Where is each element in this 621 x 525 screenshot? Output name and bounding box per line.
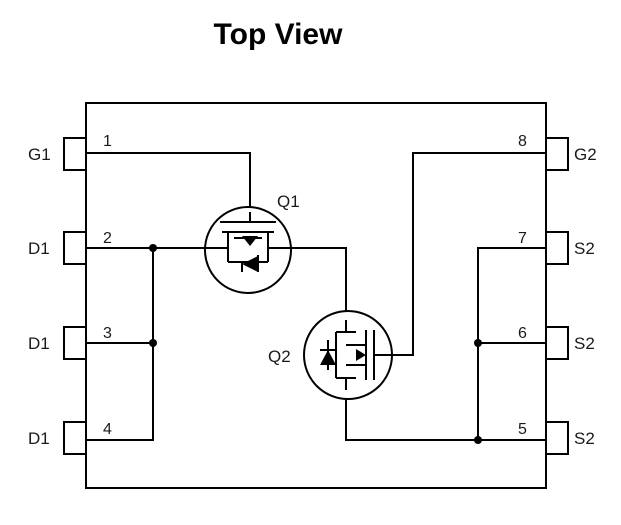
- pin-4-name: D1: [28, 429, 50, 448]
- junction-dot: [149, 339, 157, 347]
- pin-2-number: 2: [103, 230, 112, 247]
- wire-q2-source: [345, 390, 546, 441]
- pin-4-number: 4: [103, 421, 112, 438]
- pin-6-number: 6: [518, 325, 527, 342]
- q1-body-arrow: [242, 236, 258, 246]
- pin-1-number: 1: [103, 133, 112, 150]
- pin-8-tab: [545, 137, 569, 171]
- junction-dot: [474, 339, 482, 347]
- wire-pin7: [477, 247, 546, 440]
- junction-dot: [149, 244, 157, 252]
- wire-q1-to-q2: [290, 247, 347, 320]
- pin-5-tab: [545, 421, 569, 455]
- q2-body-arrow: [356, 349, 366, 361]
- pin-6-name: S2: [574, 334, 595, 353]
- pin-6-tab: [545, 326, 569, 360]
- pin-3-number: 3: [103, 325, 112, 342]
- pin-3-name: D1: [28, 334, 50, 353]
- mosfet-q1-symbol: [204, 206, 292, 294]
- pin-2-name: D1: [28, 239, 50, 258]
- package-outline: [85, 102, 547, 489]
- mosfet-q2-symbol: [303, 310, 393, 400]
- pin-7-tab: [545, 231, 569, 265]
- q2-diode-arrow: [320, 350, 336, 365]
- pin-1-name: G1: [28, 145, 51, 164]
- pin-1-tab: [63, 137, 87, 171]
- pin-5-number: 5: [518, 421, 527, 438]
- page-title: Top View: [213, 18, 343, 51]
- pin-2-tab: [63, 231, 87, 265]
- pin-4-tab: [63, 421, 87, 455]
- pin-7-number: 7: [518, 230, 527, 247]
- pin-8-number: 8: [518, 133, 527, 150]
- junction-dot: [474, 436, 482, 444]
- pin-3-tab: [63, 326, 87, 360]
- wire-pin4: [86, 248, 154, 441]
- q2-label: Q2: [268, 347, 291, 366]
- wire-gate-q2: [392, 152, 546, 356]
- pin-7-name: S2: [574, 239, 595, 258]
- wire-gate-q1: [86, 152, 251, 212]
- q1-label: Q1: [277, 192, 300, 211]
- pin-5-name: S2: [574, 429, 595, 448]
- q1-diode-arrow: [242, 256, 258, 272]
- pin-8-name: G2: [574, 145, 597, 164]
